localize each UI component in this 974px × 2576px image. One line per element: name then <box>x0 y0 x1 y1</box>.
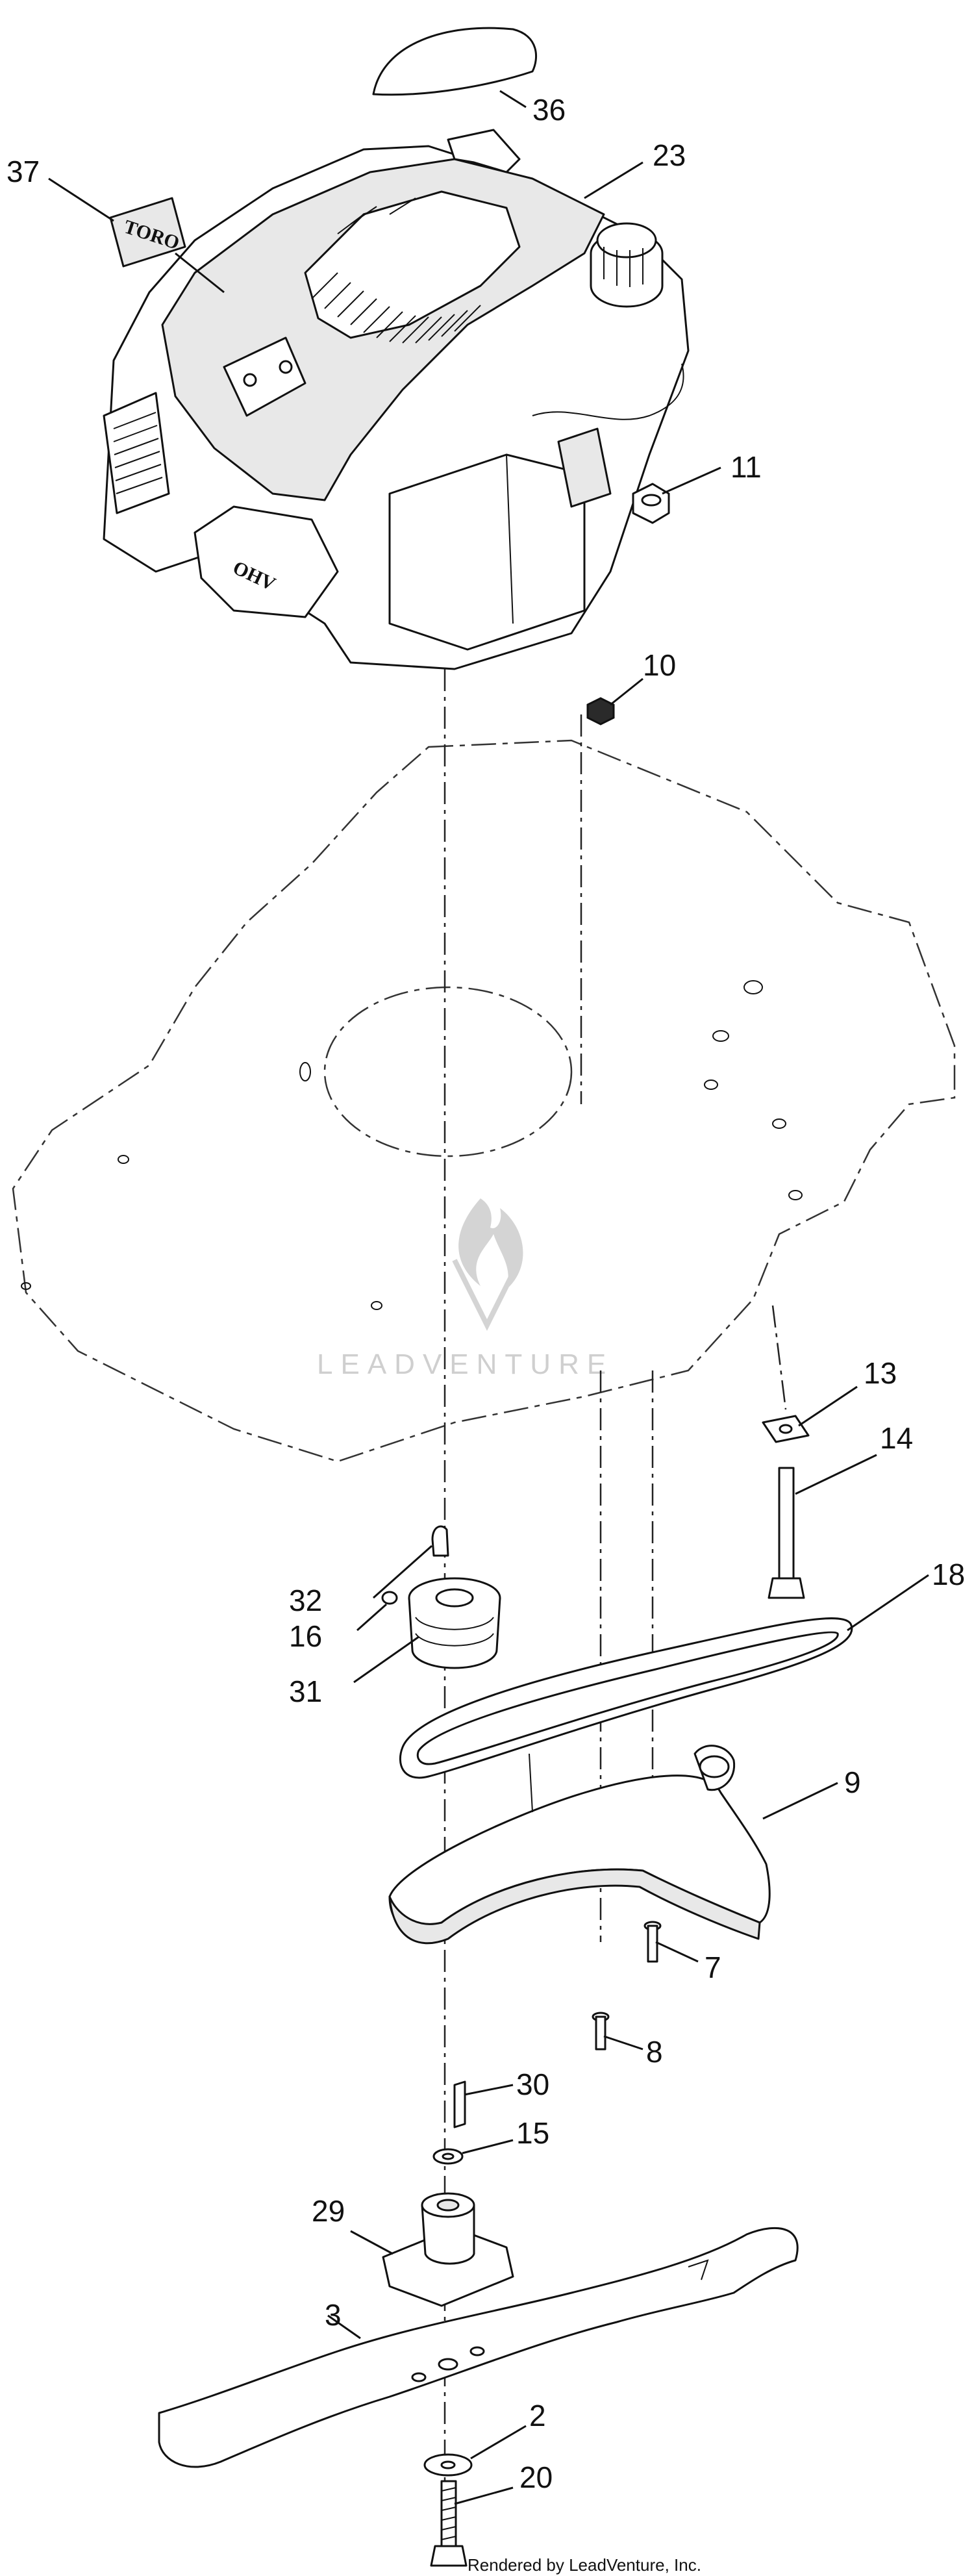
part-13-washer: 13 <box>762 1356 897 1443</box>
fuel-tank <box>388 453 586 651</box>
watermark-text: LEADVENTURE <box>317 1348 614 1380</box>
part-10-nut: 10 <box>586 648 676 726</box>
part-16-screw: 16 <box>289 1591 398 1653</box>
engine-assembly: OHV <box>103 129 690 670</box>
deck-holes <box>21 980 803 1310</box>
part-20-bolt: 20 <box>430 2460 553 2567</box>
watermark-flame-icon <box>458 1198 523 1289</box>
mower-deck <box>12 739 956 1463</box>
callout-37: 37 <box>6 155 40 188</box>
watermark-v-icon <box>452 1259 522 1331</box>
tank-seam <box>506 454 514 624</box>
callout-10: 10 <box>643 648 676 682</box>
callout-30: 30 <box>516 2067 549 2101</box>
callout-8: 8 <box>646 2035 663 2069</box>
watermark: LEADVENTURE <box>317 1198 614 1380</box>
callout-31: 31 <box>289 1674 322 1708</box>
callout-29: 29 <box>312 2194 345 2228</box>
part-29-blade-adapter: 29 <box>312 2192 514 2307</box>
callout-16: 16 <box>289 1619 322 1653</box>
callout-23: 23 <box>653 138 686 172</box>
callout-2: 2 <box>529 2399 546 2432</box>
callout-32: 32 <box>289 1584 322 1617</box>
callout-18: 18 <box>932 1558 965 1591</box>
part-3-blade: 3 <box>158 2227 799 2468</box>
callout-20: 20 <box>519 2460 553 2494</box>
shroud-vents <box>311 197 481 344</box>
callout-36: 36 <box>532 93 566 127</box>
part-14-bolt: 14 <box>768 1421 913 1599</box>
callout-11: 11 <box>730 450 762 484</box>
part-18-belt: 18 <box>399 1558 965 1779</box>
deck-opening <box>323 986 573 1157</box>
callout-9: 9 <box>844 1765 861 1799</box>
callout-3: 3 <box>325 2298 342 2332</box>
part-2-washer: 2 <box>423 2399 546 2477</box>
callout-7: 7 <box>705 1951 721 1984</box>
part-15-washer: 15 <box>432 2116 549 2165</box>
part-9-belt-cover: 9 <box>388 1745 861 1945</box>
ohv-housing <box>194 505 339 618</box>
part-7-bolt: 7 <box>643 1921 721 1984</box>
cover-plate <box>223 336 306 417</box>
callout-15: 15 <box>516 2116 549 2150</box>
part-37-decal: TORO 37 <box>6 155 225 294</box>
engine-lift-handle <box>447 129 521 173</box>
callout-14: 14 <box>880 1421 913 1455</box>
part-36-dome-cap: 36 <box>372 27 566 127</box>
grille-slots <box>113 412 163 494</box>
shroud-dome <box>304 190 521 339</box>
part-31-pulley: 31 <box>289 1577 501 1708</box>
side-grille <box>103 392 170 514</box>
part-11-flange-nut: 11 <box>632 450 762 524</box>
part-32-key: 32 <box>289 1525 449 1617</box>
fuel-cap <box>590 222 664 308</box>
part-8-bolt: 8 <box>592 2012 663 2069</box>
callout-13: 13 <box>864 1356 897 1390</box>
engine-wiring <box>532 363 684 420</box>
footer-credit: Rendered by LeadVenture, Inc. <box>468 2555 701 2575</box>
part-30-key: 30 <box>453 2067 549 2128</box>
carburetor <box>557 427 612 508</box>
part-23-leader: 23 <box>584 138 686 199</box>
